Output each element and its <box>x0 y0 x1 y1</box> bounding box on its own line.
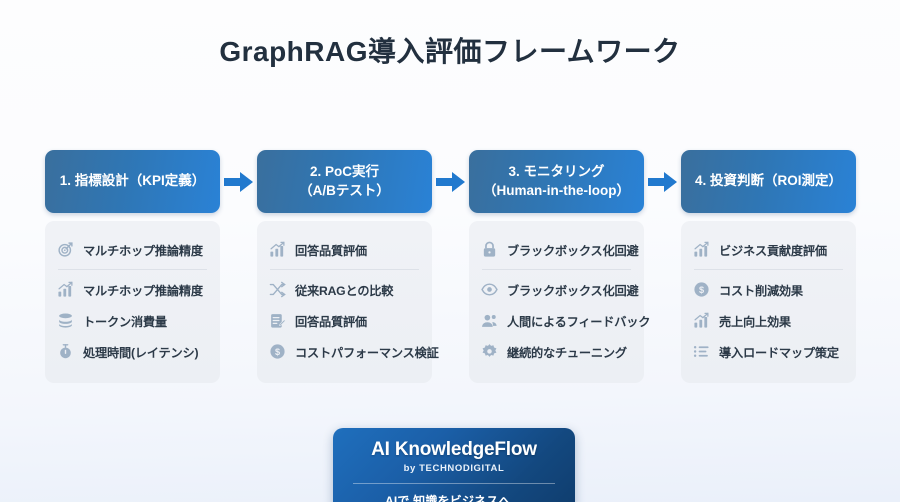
list-item[interactable]: ブラックボックス化回避 <box>480 274 639 305</box>
brand-subtitle: by TECHNODIGITAL <box>403 463 505 474</box>
list-item[interactable]: $ コストパフォーマンス検証 <box>268 336 439 367</box>
list-item[interactable]: 売上向上効果 <box>692 305 845 336</box>
list-item-label: コストパフォーマンス検証 <box>295 345 439 360</box>
item-divider <box>482 269 631 270</box>
stage-3: 3. モニタリング （Human-in-the-loop） ブラックボックス化回… <box>469 150 650 383</box>
stage-4: 4. 投資判断（ROI測定） ビジネス貢献度評価 <box>681 150 856 383</box>
list-item[interactable]: 継続的なチューニング <box>480 336 633 367</box>
list-item[interactable]: マルチホップ推論精度 <box>56 234 209 265</box>
stage-1: 1. 指標設計（KPI定義） マルチホップ推論精度 <box>45 150 220 383</box>
list-item-label: マルチホップ推論精度 <box>83 243 203 258</box>
list-item-label: 回答品質評価 <box>295 314 367 329</box>
list-item[interactable]: 回答品質評価 <box>268 305 421 336</box>
svg-text:$: $ <box>699 285 704 295</box>
stage-2-header-line1: 2. PoC実行 <box>309 164 379 180</box>
eye-icon <box>480 280 499 299</box>
item-divider <box>694 269 843 270</box>
list-icon <box>692 342 711 361</box>
list-item[interactable]: 従来RAGとの比較 <box>268 274 421 305</box>
list-item-label: ブラックボックス化回避 <box>507 243 639 258</box>
list-item-label: 継続的なチューニング <box>507 345 627 360</box>
list-item-label: 人間によるフィードバック <box>507 314 651 329</box>
stage-1-items: マルチホップ推論精度 マルチホップ推論精度 <box>45 221 220 383</box>
stage-4-items: ビジネス貢献度評価 $ コスト削減効果 <box>681 221 856 383</box>
list-item[interactable]: $ コスト削減効果 <box>692 274 845 305</box>
trend-chart-icon <box>56 280 75 299</box>
stage-1-header[interactable]: 1. 指標設計（KPI定義） <box>45 150 220 213</box>
stage-4-header[interactable]: 4. 投資判断（ROI測定） <box>681 150 856 213</box>
list-item[interactable]: トークン消費量 <box>56 305 209 336</box>
brand-title: AI KnowledgeFlow <box>371 439 537 460</box>
stage-2-items: 回答品質評価 従来RAGとの比較 <box>257 221 439 383</box>
list-item[interactable]: マルチホップ推論精度 <box>56 274 209 305</box>
stage-4-header-line1: 4. 投資判断（ROI測定） <box>694 173 842 189</box>
list-item-label: 従来RAGとの比較 <box>295 283 394 298</box>
database-icon <box>56 311 75 330</box>
users-icon <box>480 311 499 330</box>
clipboard-edit-icon <box>268 311 287 330</box>
brand-badge[interactable]: AI KnowledgeFlow by TECHNODIGITAL AIで 知識… <box>333 428 575 502</box>
brand-tagline: AIで 知識をビジネスへ。 <box>385 494 523 502</box>
target-icon <box>56 240 75 259</box>
item-divider <box>58 269 207 270</box>
arrow-right-icon <box>644 150 681 213</box>
page-title: GraphRAG導入評価フレームワーク <box>219 36 681 67</box>
list-item[interactable]: 導入ロードマップ策定 <box>692 336 845 367</box>
arrow-right-icon <box>220 150 257 213</box>
stage-3-header-line2: （Human-in-the-loop） <box>483 182 630 198</box>
stage-3-items: ブラックボックス化回避 ブラックボックス化回避 <box>469 221 650 383</box>
list-item-label: トークン消費量 <box>83 314 167 329</box>
list-item[interactable]: 回答品質評価 <box>268 234 421 265</box>
list-item[interactable]: ブラックボックス化回避 <box>480 234 639 265</box>
list-item-label: ブラックボックス化回避 <box>507 283 639 298</box>
gear-icon <box>480 342 499 361</box>
shuffle-icon <box>268 280 287 299</box>
stage-2-header-line2: （A/Bテスト） <box>299 182 390 198</box>
list-item[interactable]: 処理時間(レイテンシ) <box>56 336 209 367</box>
svg-text:$: $ <box>275 347 280 357</box>
list-item-label: マルチホップ推論精度 <box>83 283 203 298</box>
item-divider <box>270 269 419 270</box>
stage-3-header-line1: 3. モニタリング <box>508 164 605 180</box>
list-item-label: コスト削減効果 <box>719 283 803 298</box>
lock-icon <box>480 240 499 259</box>
list-item-label: 導入ロードマップ策定 <box>719 345 839 360</box>
list-item-label: 売上向上効果 <box>719 314 791 329</box>
stage-2-header[interactable]: 2. PoC実行 （A/Bテスト） <box>257 150 432 213</box>
dollar-circle-icon: $ <box>268 342 287 361</box>
stage-2: 2. PoC実行 （A/Bテスト） 回答品質評価 <box>257 150 439 383</box>
trend-chart-icon <box>692 240 711 259</box>
dollar-circle-icon: $ <box>692 280 711 299</box>
list-item-label: 回答品質評価 <box>295 243 367 258</box>
stage-3-header[interactable]: 3. モニタリング （Human-in-the-loop） <box>469 150 644 213</box>
trend-chart-icon <box>692 311 711 330</box>
stopwatch-icon <box>56 342 75 361</box>
list-item-label: ビジネス貢献度評価 <box>719 243 827 258</box>
stage-1-header-line1: 1. 指標設計（KPI定義） <box>59 173 206 189</box>
brand-divider <box>353 483 555 484</box>
list-item[interactable]: 人間によるフィードバック <box>480 305 650 336</box>
trend-chart-icon <box>268 240 287 259</box>
list-item-label: 処理時間(レイテンシ) <box>83 345 199 360</box>
list-item[interactable]: ビジネス貢献度評価 <box>692 234 845 265</box>
process-flow: 1. 指標設計（KPI定義） マルチホップ推論精度 <box>45 150 856 383</box>
arrow-right-icon <box>432 150 469 213</box>
